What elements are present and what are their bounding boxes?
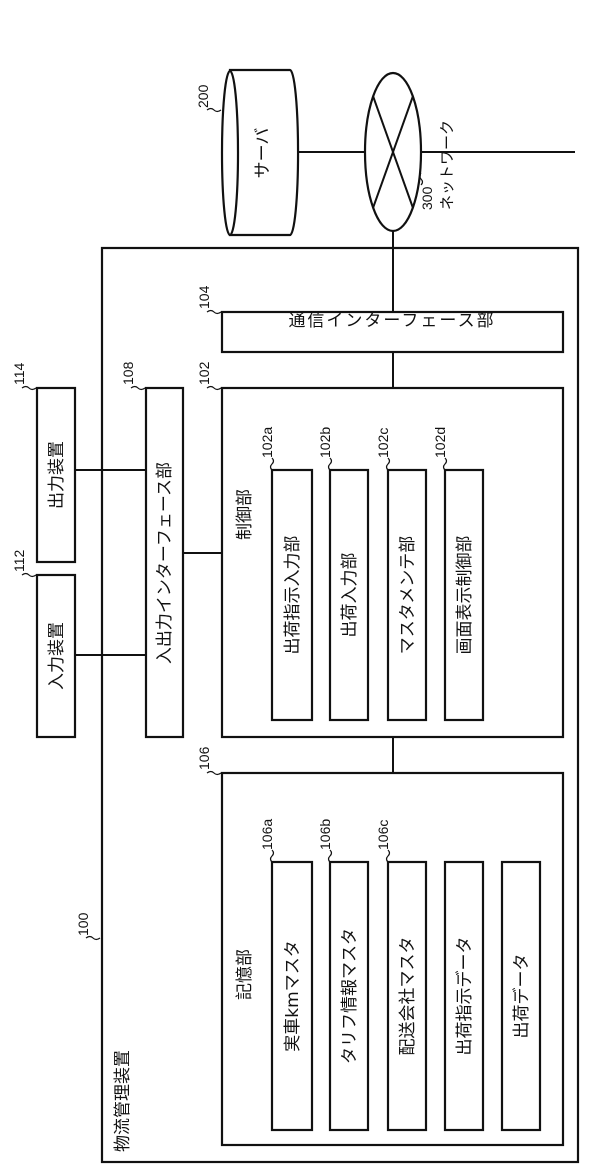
storage-item-ref: 106c bbox=[375, 820, 391, 850]
server-ref: 200 bbox=[195, 84, 211, 108]
control-label: 制御部 bbox=[235, 489, 255, 540]
network-label: ネットワーク bbox=[438, 120, 456, 210]
server-label: サーバ bbox=[253, 128, 273, 179]
io-interface-label: 入出力インターフェース部 bbox=[155, 462, 175, 664]
storage-label: 記憶部 bbox=[235, 949, 255, 1000]
control-item-ref: 102a bbox=[259, 427, 275, 458]
storage-item-label: 出荷データ bbox=[511, 954, 532, 1039]
storage-item-3: 出荷指示データ bbox=[445, 862, 483, 1130]
output-device-label: 出力装置 bbox=[47, 441, 67, 509]
output-device-ref: 114 bbox=[11, 362, 27, 385]
control-item-label: マスタメンテ部 bbox=[398, 536, 418, 655]
control-item-label: 出荷指示入力部 bbox=[283, 536, 303, 655]
storage-item-label: タリフ情報マスタ bbox=[340, 928, 360, 1064]
control-item-label: 画面表示制御部 bbox=[455, 536, 475, 655]
network-node bbox=[365, 73, 421, 231]
storage-item-label: 配送会社マスタ bbox=[398, 937, 418, 1056]
io-interface-ref: 108 bbox=[120, 361, 136, 385]
comm-interface-ref: 104 bbox=[196, 285, 212, 309]
server-cylinder: サーバ bbox=[222, 70, 298, 235]
storage-item-4: 出荷データ bbox=[502, 862, 540, 1130]
input-device-ref: 112 bbox=[11, 549, 27, 572]
storage-item-ref: 106a bbox=[259, 819, 275, 850]
storage-ref: 106 bbox=[196, 746, 212, 770]
storage-item-label: 実車kmマスタ bbox=[283, 940, 303, 1051]
control-ref: 102 bbox=[196, 361, 212, 385]
storage-item-label: 出荷指示データ bbox=[454, 937, 475, 1056]
control-item-ref: 102b bbox=[317, 427, 333, 458]
control-item-ref: 102d bbox=[432, 427, 448, 458]
input-device-label: 入力装置 bbox=[47, 622, 67, 690]
system-label: 物流管理装置 bbox=[113, 1050, 133, 1152]
network-ref: 300 bbox=[419, 186, 435, 210]
system-ref: 100 bbox=[75, 912, 91, 936]
control-item-label: 出荷入力部 bbox=[340, 553, 360, 638]
control-item-ref: 102c bbox=[375, 428, 391, 458]
storage-item-ref: 106b bbox=[317, 819, 333, 850]
comm-interface-label: 通信インターフェース部 bbox=[288, 311, 495, 331]
